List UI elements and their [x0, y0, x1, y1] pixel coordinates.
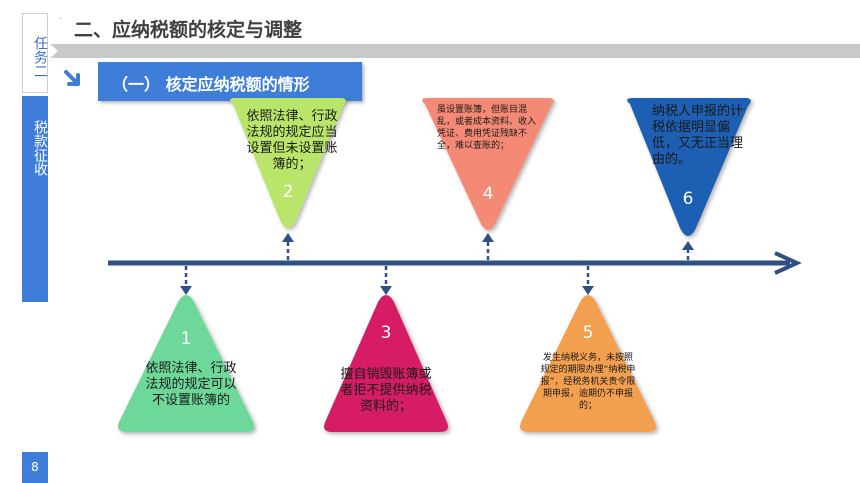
task-tab	[22, 13, 48, 93]
triangle-case-6	[627, 98, 751, 236]
case-4-number: 4	[482, 184, 494, 204]
timeline-arrowhead	[774, 251, 802, 275]
arrowhead-down-5	[582, 286, 594, 295]
case-2-text: 依照法律、行政法规的规定应当设置但未设置账簿的；	[246, 109, 338, 172]
case-3-number: 3	[380, 323, 392, 343]
case-6-text: 纳税人申报的计税依据明显偏低，又无正当理由的。	[652, 104, 744, 167]
triangle-case-2	[230, 98, 346, 228]
case-3-text: 擅自销毁账簿或者拒不提供纳税资料的；	[340, 367, 432, 414]
triangle-case-5	[520, 295, 656, 432]
arrow-down-right-icon	[64, 70, 80, 86]
arrowhead-down-1	[180, 286, 192, 295]
topic-tab	[22, 96, 48, 302]
title-bar-notch	[48, 42, 58, 60]
case-5-text: 发生纳税义务，未按照规定的期限办理“纳税申报”，经税务机关责令限期申报，逾期仍不…	[540, 353, 636, 411]
title-underline-bar	[48, 44, 860, 58]
arrowhead-down-3	[380, 286, 392, 295]
case-1-number: 1	[180, 329, 192, 349]
triangle-case-4	[422, 98, 554, 230]
page-title: 二、应纳税额的核定与调整	[74, 19, 303, 41]
arrowhead-up-4	[482, 233, 494, 242]
triangle-case-3	[324, 295, 448, 432]
topic-label: 税款征收	[32, 120, 48, 176]
page-number: 8	[22, 452, 48, 483]
title-dot: ·	[59, 14, 62, 24]
arrowhead-up-6	[682, 241, 694, 250]
case-4-text: 虽设置账簿，但账目混乱，或者成本资料、收入凭证、费用凭证残缺不全，难以查账的；	[437, 105, 537, 151]
case-2-number: 2	[282, 182, 294, 202]
section-header-label: （一） 核定应纳税额的情形	[112, 75, 310, 94]
triangle-case-1	[118, 295, 254, 432]
case-6-number: 6	[682, 189, 694, 209]
task-label: 任务二	[32, 36, 48, 78]
case-5-number: 5	[582, 323, 594, 343]
arrowhead-up-2	[282, 233, 294, 242]
case-1-text: 依照法律、行政法规的规定可以不设置账簿的	[145, 361, 237, 408]
section-header-bar	[98, 62, 362, 101]
